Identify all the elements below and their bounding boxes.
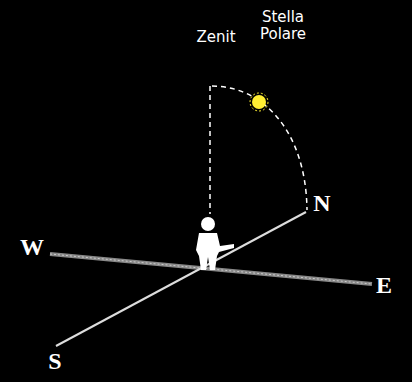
pole-star-glow [250,93,268,111]
pole-star [252,95,266,109]
zenith-dashed-line [209,86,211,214]
zenith-label: Zenit [181,29,251,46]
south-label: S [40,348,70,376]
pole-star-label: Stella Polare [248,9,318,44]
west-label: W [15,234,49,262]
north-label: N [307,190,337,218]
east-label: E [369,272,399,300]
meridian-arc [212,86,307,210]
observer-figure [196,217,234,270]
south-north-line [56,212,306,346]
